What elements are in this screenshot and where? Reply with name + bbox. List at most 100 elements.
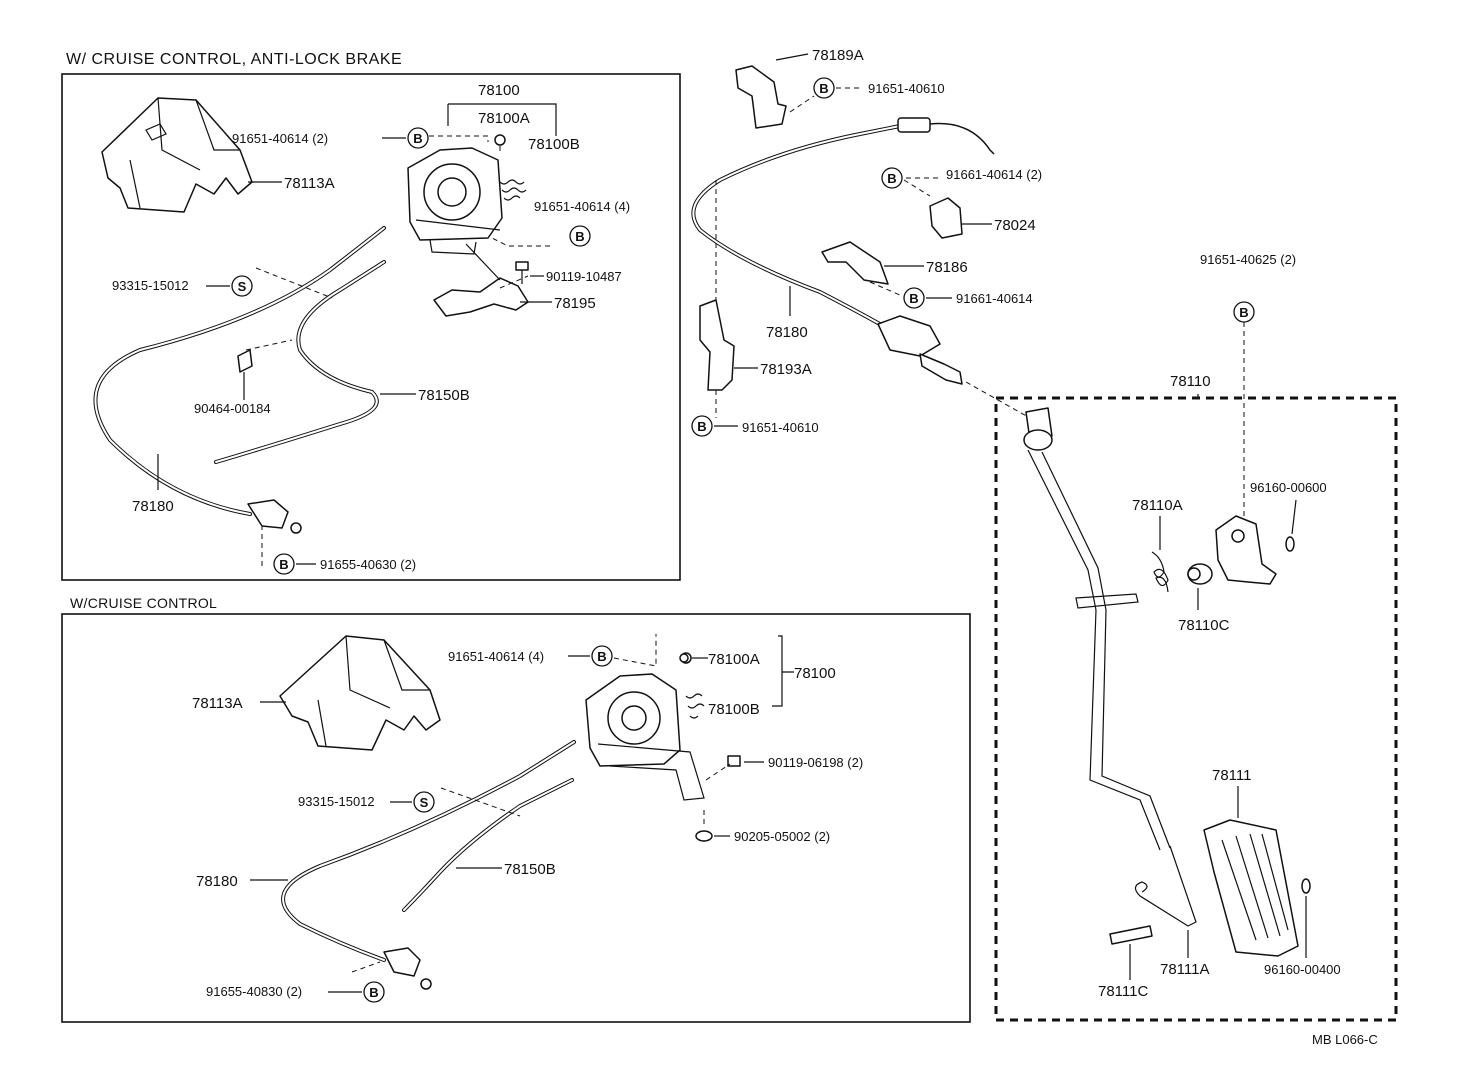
label-78113a: 78113A [284, 175, 335, 192]
cable-78150b-lower-drawing [402, 778, 574, 912]
top-leaders [245, 135, 550, 566]
bushing-78110c-drawing [1187, 563, 1213, 585]
svg-text:B: B [369, 985, 378, 1000]
cover-78113a-drawing [101, 97, 253, 213]
label-90119-10487: 90119-10487 [546, 269, 622, 284]
label-91655-40630-2: 91655-40630 (2) [320, 557, 416, 572]
svg-text:B: B [909, 291, 918, 306]
actuator-78100-drawing [407, 134, 527, 255]
svg-text:B: B [413, 131, 422, 146]
svg-text:B: B [819, 81, 828, 96]
bracket-78024-drawing [929, 197, 963, 239]
label-78100a-lower: 78100A [708, 651, 760, 668]
label-78100b: 78100B [528, 136, 580, 153]
svg-text:S: S [420, 795, 429, 810]
bolt-90119-10487-drawing [515, 261, 529, 284]
b-symbol: B [813, 77, 835, 99]
clip-90464-00184-drawing [237, 349, 253, 373]
cable-78180-top-drawing [93, 226, 386, 534]
cable-78180-lower-drawing [281, 740, 576, 990]
bracket-78189a-drawing [735, 53, 809, 129]
bracket-78100 [447, 103, 557, 136]
o-ring-78100a-lower-drawing [679, 653, 689, 663]
b-symbol: B [363, 981, 385, 1003]
bracket-78195-drawing [433, 243, 529, 317]
footer-reference: MB L066-C [1312, 1032, 1378, 1047]
bracket-78186-drawing [821, 241, 889, 285]
label-91661-40614: 91661-40614 [956, 291, 1033, 306]
label-78100: 78100 [478, 82, 520, 99]
label-78111: 78111 [1212, 767, 1252, 784]
s-symbol: S [231, 275, 253, 297]
label-91651-40614-4-lower: 91651-40614 (4) [448, 649, 544, 664]
label-78111c: 78111C [1098, 983, 1148, 1000]
label-93315-15012: 93315-15012 [112, 278, 189, 293]
label-78110: 78110 [1170, 373, 1211, 390]
svg-text:B: B [1239, 305, 1248, 320]
label-91651-40625-2: 91651-40625 (2) [1200, 252, 1296, 267]
top-section: W/ CRUISE CONTROL, ANTI-LOCK BRAKE [61, 51, 681, 581]
bracket-78193a-drawing [699, 299, 735, 391]
cover-78113a-lower-drawing [279, 635, 441, 751]
label-78110a: 78110A [1132, 497, 1183, 514]
b-symbol: B [591, 645, 613, 667]
label-91655-40830-2: 91655-40830 (2) [206, 984, 302, 999]
cable-78150b-top-drawing [214, 260, 386, 464]
b-symbol: B [903, 287, 925, 309]
label-91651-40614-2: 91651-40614 (2) [232, 131, 328, 146]
svg-text:B: B [597, 649, 606, 664]
b-symbol: B [691, 415, 713, 437]
label-78024: 78024 [994, 217, 1036, 234]
bracket-78100-lower [772, 635, 794, 707]
right-section: 78189A B 91651-40610 78180 B 91661-40614… [691, 47, 1398, 1047]
b-symbol: B [407, 127, 429, 149]
label-78100a: 78100A [478, 110, 530, 127]
label-90464-00184: 90464-00184 [194, 401, 271, 416]
clip-96160-00400-drawing [1301, 878, 1311, 894]
bolt-90119-06198-drawing [727, 755, 741, 767]
pedal-pad-78111-drawing [1203, 819, 1299, 957]
svg-text:B: B [279, 557, 288, 572]
label-78150b-lower: 78150B [504, 861, 556, 878]
svg-text:S: S [238, 279, 247, 294]
bottom-section: W/CRUISE CONTROL [61, 595, 971, 1023]
cable-78180-right-drawing [691, 117, 995, 385]
label-78186: 78186 [926, 259, 968, 276]
top-section-title: W/ CRUISE CONTROL, ANTI-LOCK BRAKE [66, 51, 402, 68]
label-91651-40610-bottom: 91651-40610 [742, 420, 819, 435]
actuator-78100-lower-drawing [585, 652, 705, 801]
bottom-section-frame [61, 613, 971, 1023]
svg-text:B: B [697, 419, 706, 434]
label-78100b-lower: 78100B [708, 701, 760, 718]
b-symbol: B [569, 225, 591, 247]
pedal-arm-78110-drawing [1023, 407, 1171, 851]
label-78111a: 78111A [1160, 961, 1210, 978]
label-78193a: 78193A [760, 361, 812, 378]
pedal-assembly-frame [994, 396, 1398, 1022]
label-78180-right: 78180 [766, 324, 808, 341]
svg-text:B: B [887, 171, 896, 186]
label-96160-00400: 96160-00400 [1264, 962, 1341, 977]
b-symbol: B [273, 553, 295, 575]
label-78180: 78180 [132, 498, 174, 515]
clip-96160-00600-drawing [1285, 536, 1295, 552]
b-symbol: B [881, 167, 903, 189]
pin-78111c-drawing [1109, 925, 1153, 945]
label-78113a-lower: 78113A [192, 695, 243, 712]
pedal-bracket-drawing [1215, 515, 1277, 585]
svg-text:B: B [575, 229, 584, 244]
label-78189a: 78189A [812, 47, 864, 64]
label-78110c: 78110C [1178, 617, 1230, 634]
b-symbol: B [1233, 301, 1255, 323]
label-78180-lower: 78180 [196, 873, 238, 890]
bottom-section-title: W/CRUISE CONTROL [70, 595, 217, 611]
label-93315-15012-lower: 93315-15012 [298, 794, 375, 809]
spring-78111a-drawing [1134, 845, 1197, 927]
label-90205-05002-2: 90205-05002 (2) [734, 829, 830, 844]
washer-90205-05002-drawing [695, 830, 713, 842]
top-section-frame [61, 73, 681, 581]
label-91661-40614-2: 91661-40614 (2) [946, 167, 1042, 182]
label-91651-40614-4: 91651-40614 (4) [534, 199, 630, 214]
s-symbol: S [413, 791, 435, 813]
